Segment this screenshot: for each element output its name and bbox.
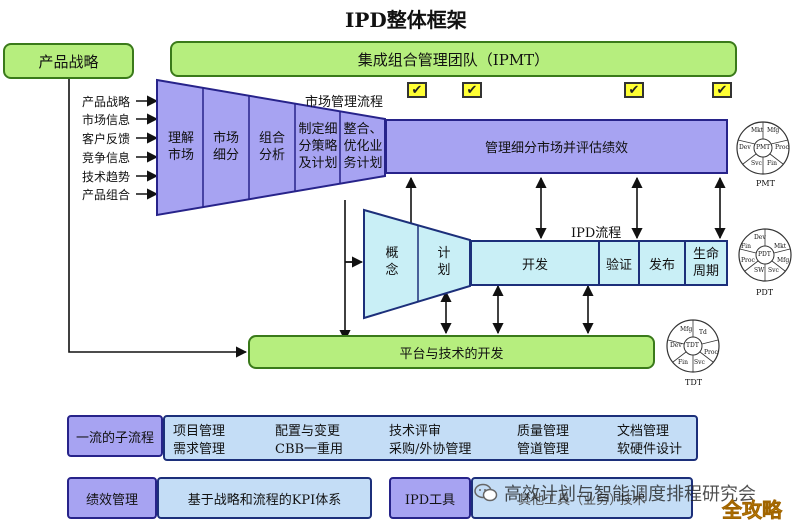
ipd-flow-label: IPD流程 bbox=[571, 226, 622, 241]
tdt-role: Td bbox=[699, 329, 707, 336]
pmt-role: PMT bbox=[756, 144, 771, 151]
tdt-role: Fin bbox=[678, 359, 688, 366]
subprocess-item: 软硬件设计 bbox=[617, 442, 683, 457]
tools-text-box: 其他工具（业务）·技术 bbox=[471, 477, 693, 519]
check-icon: ✔ bbox=[462, 82, 482, 98]
subprocess-item: 文档管理 bbox=[617, 424, 670, 439]
pmt-team-icon: Mkt Mfg Dev PMT Proc Svc Fin PMT bbox=[733, 120, 793, 192]
subprocess-items-box: 项目管理 配置与变更 技术评审 质量管理 文档管理 需求管理 CBB一重用 采购… bbox=[163, 415, 698, 461]
ipd-step: 发布 bbox=[648, 257, 675, 273]
pmt-role: Dev bbox=[739, 144, 751, 151]
tdt-role: Proc bbox=[704, 349, 718, 356]
subprocess-item: 质量管理 bbox=[517, 424, 570, 439]
product-strategy-label: 产品战略 bbox=[38, 52, 99, 71]
pdt-caption: PDT bbox=[756, 288, 774, 297]
ipd-bar-verify: 验证 bbox=[598, 240, 640, 286]
pdt-role: Fin bbox=[741, 243, 751, 250]
ipd-bar-lifecycle: 生命 周期 bbox=[684, 240, 728, 286]
market-bar: 管理细分市场并评估绩效 bbox=[385, 119, 728, 174]
pmt-role: Svc bbox=[751, 160, 762, 167]
pdt-role: Mfg bbox=[777, 257, 790, 264]
subprocess-item: 技术评审 bbox=[389, 424, 442, 439]
performance-label-box: 绩效管理 bbox=[67, 477, 157, 519]
input-item: 竞争信息 bbox=[82, 151, 131, 165]
tdt-team-icon: Mfg Td Dev TDT Proc Fin Svc TDT bbox=[666, 318, 720, 390]
subprocess-item: 项目管理 bbox=[173, 424, 226, 439]
check-icon: ✔ bbox=[624, 82, 644, 98]
input-item: 客户反馈 bbox=[82, 132, 131, 146]
pdt-role: PDT bbox=[758, 251, 771, 258]
market-step: 组合 分析 bbox=[258, 131, 285, 163]
pdt-team-icon: Dev Mkt Fin PDT Mfg Proc SW Svc PDT bbox=[737, 227, 793, 301]
tdt-role: TDT bbox=[686, 342, 699, 349]
market-step: 制定细 分策略 及计划 bbox=[298, 122, 338, 171]
pdt-role: SW bbox=[754, 267, 765, 274]
ipd-step: 开发 bbox=[521, 257, 548, 273]
subprocess-item: 采购/外协管理 bbox=[389, 442, 472, 457]
ipd-step: 计 划 bbox=[437, 246, 451, 278]
pdt-role: Svc bbox=[768, 267, 779, 274]
ipd-bar-release: 发布 bbox=[638, 240, 686, 286]
watermark-text: 高效计划与智能调度排程研究会 bbox=[504, 484, 756, 505]
subprocess-item: CBB一重用 bbox=[275, 442, 344, 457]
pmt-role: Fin bbox=[767, 160, 777, 167]
market-step: 整合、 优化业 务计划 bbox=[343, 122, 383, 171]
check-icon: ✔ bbox=[407, 82, 427, 98]
check-icon: ✔ bbox=[712, 82, 732, 98]
input-item: 产品组合 bbox=[82, 188, 131, 202]
ipd-bar-develop: 开发 bbox=[470, 240, 600, 286]
tools-label-box: IPD工具 bbox=[389, 477, 471, 519]
pdt-role: Mkt bbox=[774, 243, 787, 250]
subprocess-item: 管道管理 bbox=[517, 442, 570, 457]
ipd-step: 生命 周期 bbox=[692, 247, 719, 279]
performance-label: 绩效管理 bbox=[85, 492, 138, 508]
ipmt-label: 集成组合管理团队（IPMT） bbox=[357, 50, 550, 69]
market-step: 理解 市场 bbox=[167, 131, 194, 163]
tools-text: 其他工具（业务）·技术 bbox=[518, 492, 646, 508]
pmt-role: Mfg bbox=[767, 127, 780, 134]
pmt-role: Mkt bbox=[751, 127, 764, 134]
tdt-role: Mfg bbox=[680, 326, 693, 333]
subprocess-label-box: 一流的子流程 bbox=[67, 415, 163, 457]
ipmt-box: 集成组合管理团队（IPMT） bbox=[170, 41, 737, 77]
market-bar-label: 管理细分市场并评估绩效 bbox=[484, 141, 628, 156]
watermark: 高效计划与智能调度排程研究会 bbox=[474, 480, 756, 506]
watermark-corner: 全攻略 bbox=[722, 498, 783, 523]
product-strategy-box: 产品战略 bbox=[3, 43, 134, 79]
wechat-icon bbox=[474, 483, 498, 503]
market-flow-label: 市场管理流程 bbox=[305, 95, 384, 110]
ipd-step: 验证 bbox=[605, 257, 632, 273]
platform-label: 平台与技术的开发 bbox=[399, 346, 504, 362]
pmt-role: Proc bbox=[775, 144, 789, 151]
subprocess-item: 需求管理 bbox=[173, 442, 226, 457]
tdt-role: Dev bbox=[670, 342, 682, 349]
market-step: 市场 细分 bbox=[212, 131, 239, 163]
tdt-role: Svc bbox=[694, 359, 705, 366]
input-item: 产品战略 bbox=[82, 95, 131, 109]
tdt-caption: TDT bbox=[685, 378, 703, 387]
tools-label: IPD工具 bbox=[404, 492, 456, 508]
page-title: IPD整体框架 bbox=[345, 8, 467, 32]
subprocess-label: 一流的子流程 bbox=[75, 430, 154, 446]
performance-text-box: 基于战略和流程的KPI体系 bbox=[157, 477, 372, 519]
subprocess-item: 配置与变更 bbox=[275, 424, 341, 439]
pdt-role: Dev bbox=[754, 234, 766, 241]
input-item: 技术趋势 bbox=[82, 170, 131, 184]
performance-text: 基于战略和流程的KPI体系 bbox=[187, 492, 342, 508]
ipd-step: 概 念 bbox=[385, 246, 399, 278]
platform-box: 平台与技术的开发 bbox=[248, 335, 655, 369]
input-item: 市场信息 bbox=[82, 113, 131, 127]
pmt-caption: PMT bbox=[756, 179, 775, 188]
pdt-role: Proc bbox=[741, 257, 755, 264]
